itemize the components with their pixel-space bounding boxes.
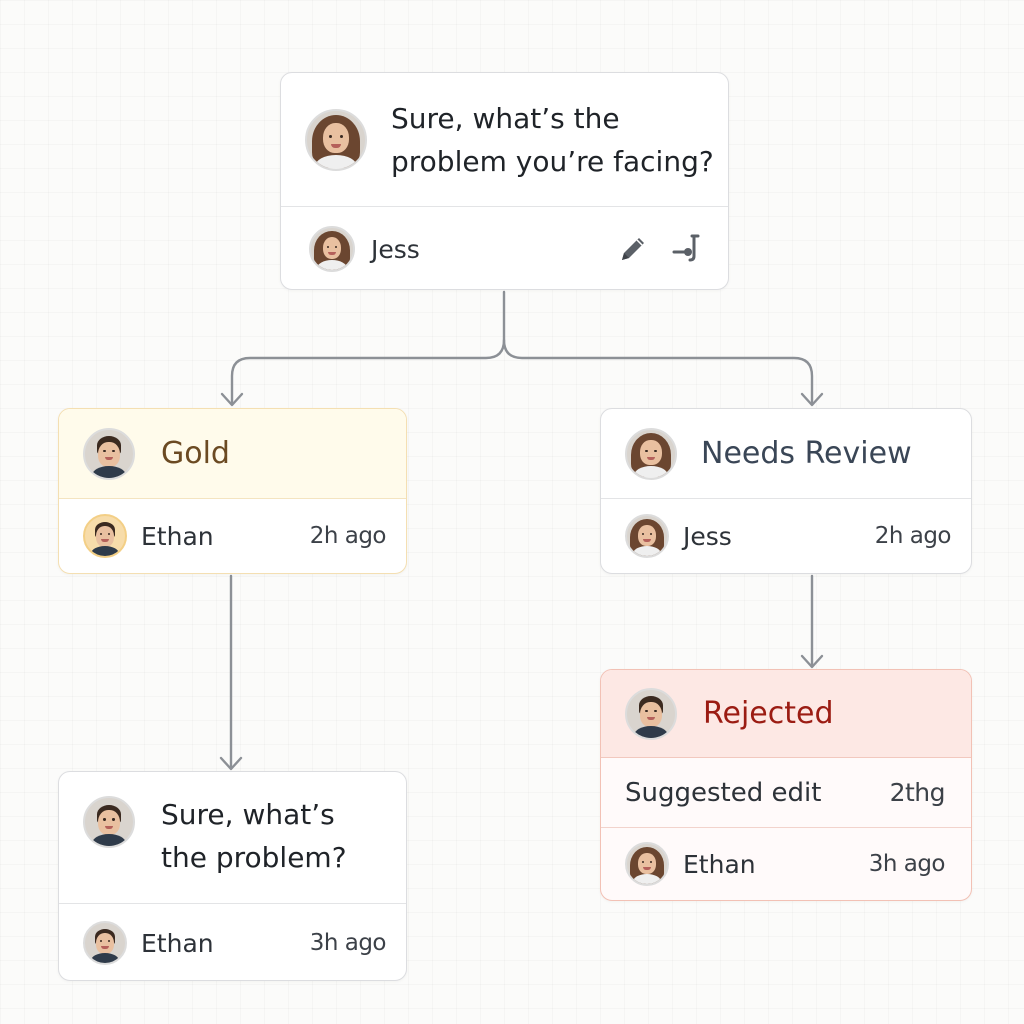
needs-review-timestamp: 2h ago bbox=[874, 523, 952, 549]
gold-timestamp: 2h ago bbox=[309, 523, 387, 549]
child-author-name: Ethan bbox=[141, 928, 214, 958]
needs-review-node[interactable]: Needs Review Jess 2h ago bbox=[600, 408, 972, 574]
jess-avatar bbox=[625, 427, 677, 480]
jess-avatar-small bbox=[625, 514, 669, 558]
gold-status-label: Gold bbox=[161, 436, 230, 471]
ethan-avatar-small bbox=[83, 921, 127, 965]
child-message-node[interactable]: Sure, what’s the problem? Ethan 3h ago bbox=[58, 771, 407, 981]
child-timestamp: 3h ago bbox=[309, 930, 387, 956]
branch-icon[interactable] bbox=[670, 232, 704, 266]
rejected-timestamp: 3h ago bbox=[868, 851, 946, 877]
rejected-status-label: Rejected bbox=[703, 696, 834, 731]
child-message-text: Sure, what’s the problem? bbox=[161, 798, 347, 874]
ethan-avatar bbox=[625, 687, 677, 740]
ethan-avatar bbox=[83, 427, 135, 480]
needs-review-author-name: Jess bbox=[683, 521, 732, 551]
connector-root-to-review bbox=[502, 338, 814, 406]
suggested-edit-label[interactable]: Suggested edit bbox=[625, 777, 822, 808]
arrowhead-rejected bbox=[800, 654, 824, 669]
pencil-icon[interactable] bbox=[616, 232, 650, 266]
root-message-text: Sure, what’s the problem you’re facing? bbox=[391, 101, 714, 178]
root-author-name: Jess bbox=[371, 234, 420, 264]
ethan-avatar-small bbox=[625, 842, 669, 886]
rejected-node[interactable]: Rejected Suggested edit 2thg Ethan 3h ag… bbox=[600, 669, 972, 901]
arrowhead-child bbox=[219, 756, 243, 771]
jess-avatar-small bbox=[309, 226, 355, 272]
jess-avatar bbox=[305, 108, 367, 171]
connector-root-to-gold bbox=[230, 290, 506, 406]
ethan-avatar-small bbox=[83, 514, 127, 558]
root-message-node[interactable]: Sure, what’s the problem you’re facing? … bbox=[280, 72, 729, 290]
gold-author-name: Ethan bbox=[141, 521, 214, 551]
needs-review-status-label: Needs Review bbox=[701, 436, 912, 471]
gold-node[interactable]: Gold Ethan 2h ago bbox=[58, 408, 407, 574]
ethan-avatar bbox=[83, 796, 135, 848]
arrowhead-gold bbox=[220, 392, 244, 407]
arrowhead-review bbox=[800, 392, 824, 407]
rejected-author-name: Ethan bbox=[683, 849, 756, 879]
suggested-edit-timestamp: 2thg bbox=[889, 778, 946, 807]
